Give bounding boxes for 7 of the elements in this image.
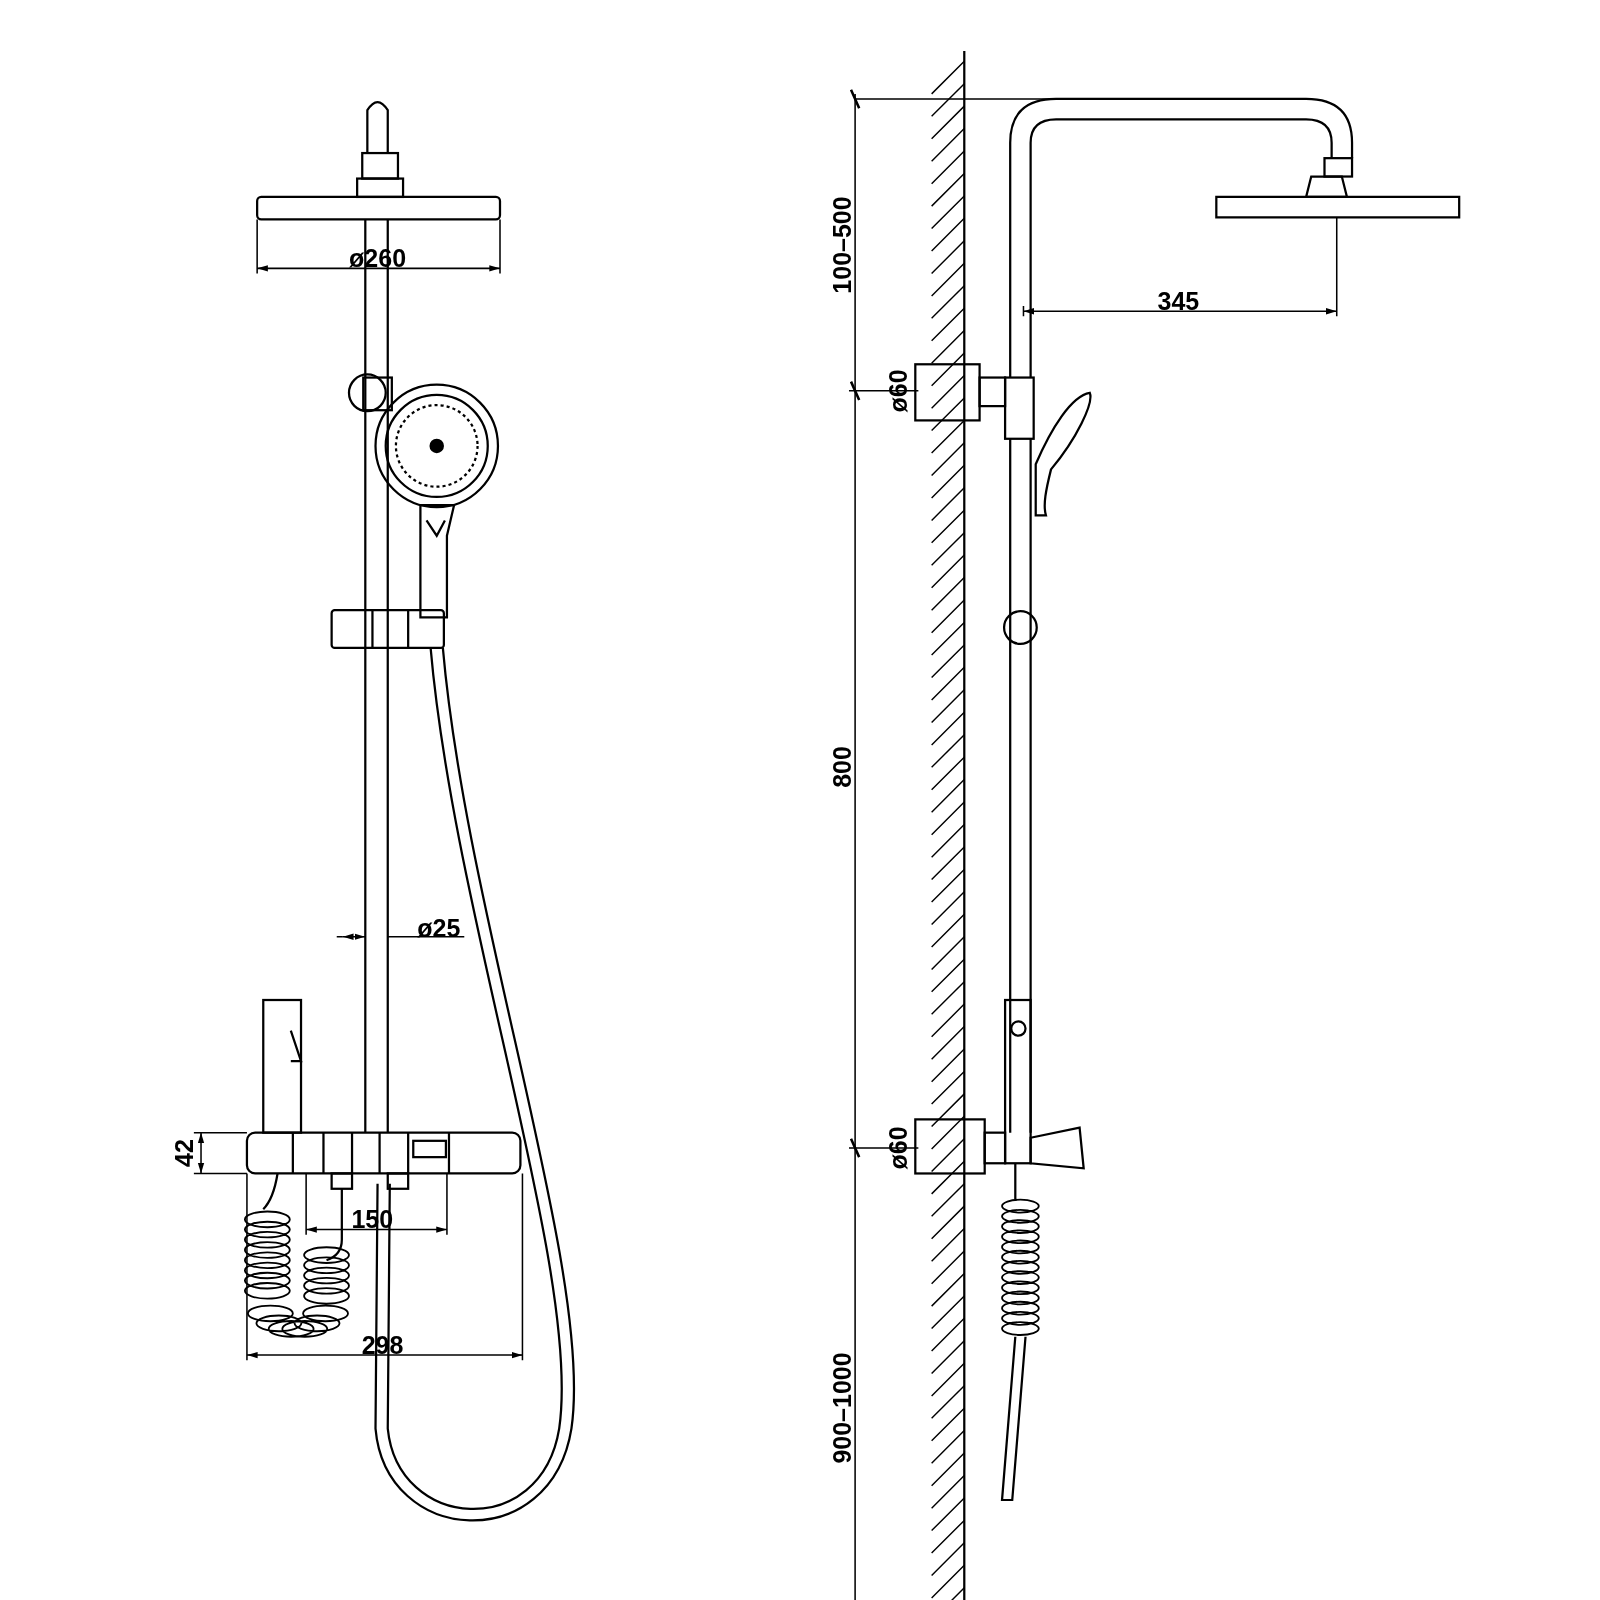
dimension-label: ø60: [885, 1126, 911, 1170]
dimension-label: 100–500: [829, 196, 855, 294]
dimension-label: 42: [170, 1139, 197, 1167]
dimension-label: ø60: [885, 369, 911, 413]
dimension-label: 800: [828, 746, 855, 789]
dimension-label: 900–1000: [828, 1352, 855, 1464]
dimension-label: 345: [1157, 288, 1200, 314]
